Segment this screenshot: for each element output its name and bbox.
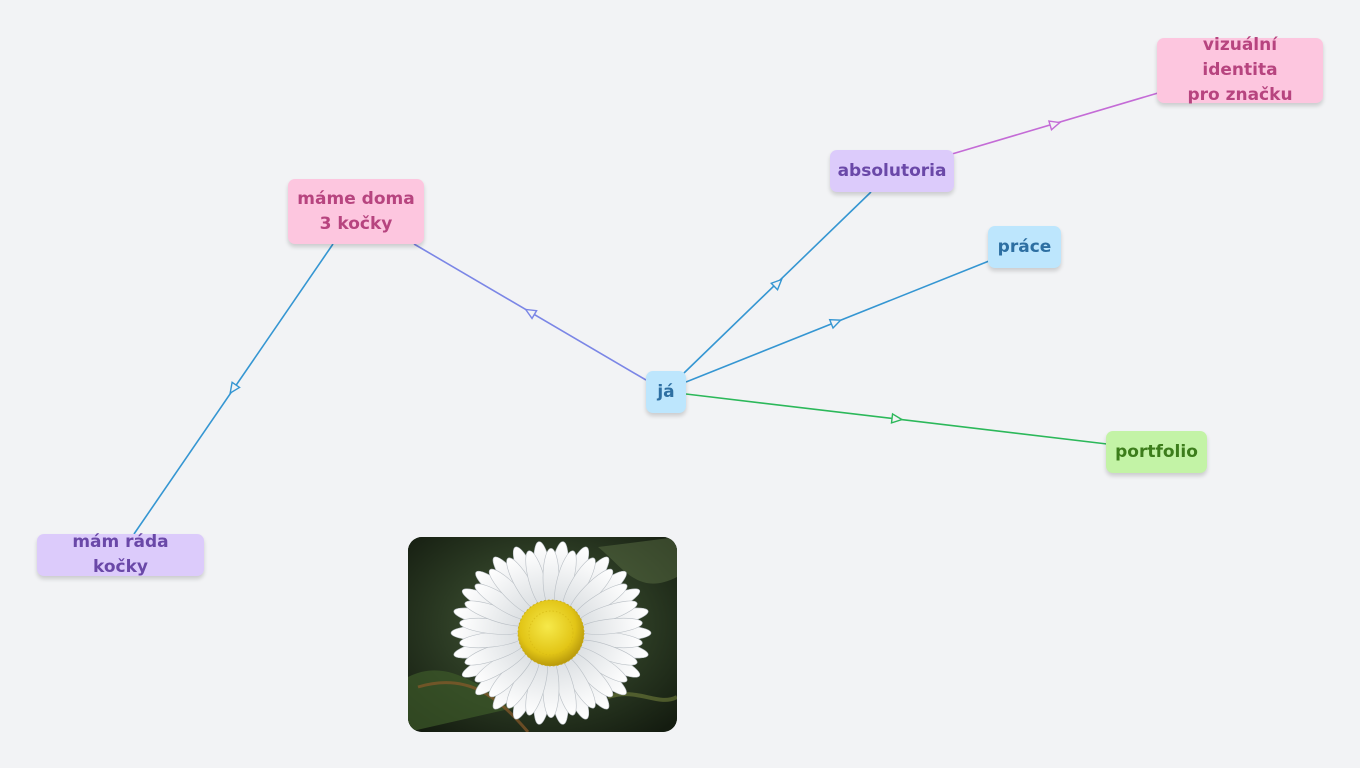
edge-ja-portfolio: [685, 393, 1108, 445]
topic-vizualni-identita[interactable]: vizuální identita pro značku: [1157, 35, 1323, 105]
topic-portfolio[interactable]: portfolio: [1106, 431, 1207, 473]
central-topic-ja[interactable]: já: [646, 371, 686, 413]
edge-mame-mam: [133, 243, 334, 535]
topic-mame-doma-3-kocky[interactable]: máme doma 3 kočky: [288, 179, 424, 244]
edge-ja-mame: [413, 243, 647, 381]
topic-label: vizuální identita pro značku: [1187, 35, 1293, 105]
edge-ja-abs: [683, 191, 872, 374]
daisy-image[interactable]: [408, 537, 677, 732]
topic-label: máme doma 3 kočky: [297, 188, 415, 234]
topic-label: mám ráda kočky: [72, 532, 169, 577]
topic-label: portfolio: [1115, 441, 1198, 462]
edge-arrow-icon: [229, 381, 241, 395]
topic-prace[interactable]: práce: [988, 226, 1061, 268]
edge-arrow-icon: [524, 308, 538, 320]
topic-label: absolutoria: [837, 160, 947, 181]
edge-arrow-icon: [1047, 120, 1062, 131]
edge-arrow-icon: [770, 278, 783, 291]
topic-label: práce: [997, 236, 1052, 257]
edge-abs-viz: [951, 92, 1159, 155]
edge-arrow-icon: [890, 412, 904, 424]
edge-arrow-icon: [828, 318, 843, 330]
topic-absolutoria[interactable]: absolutoria: [830, 150, 954, 192]
daisy-flower-icon: [408, 537, 677, 732]
topic-mam-rada-kocky[interactable]: mám ráda kočky: [37, 532, 204, 577]
edge-ja-prace: [685, 260, 990, 383]
central-topic-label: já: [657, 381, 675, 402]
